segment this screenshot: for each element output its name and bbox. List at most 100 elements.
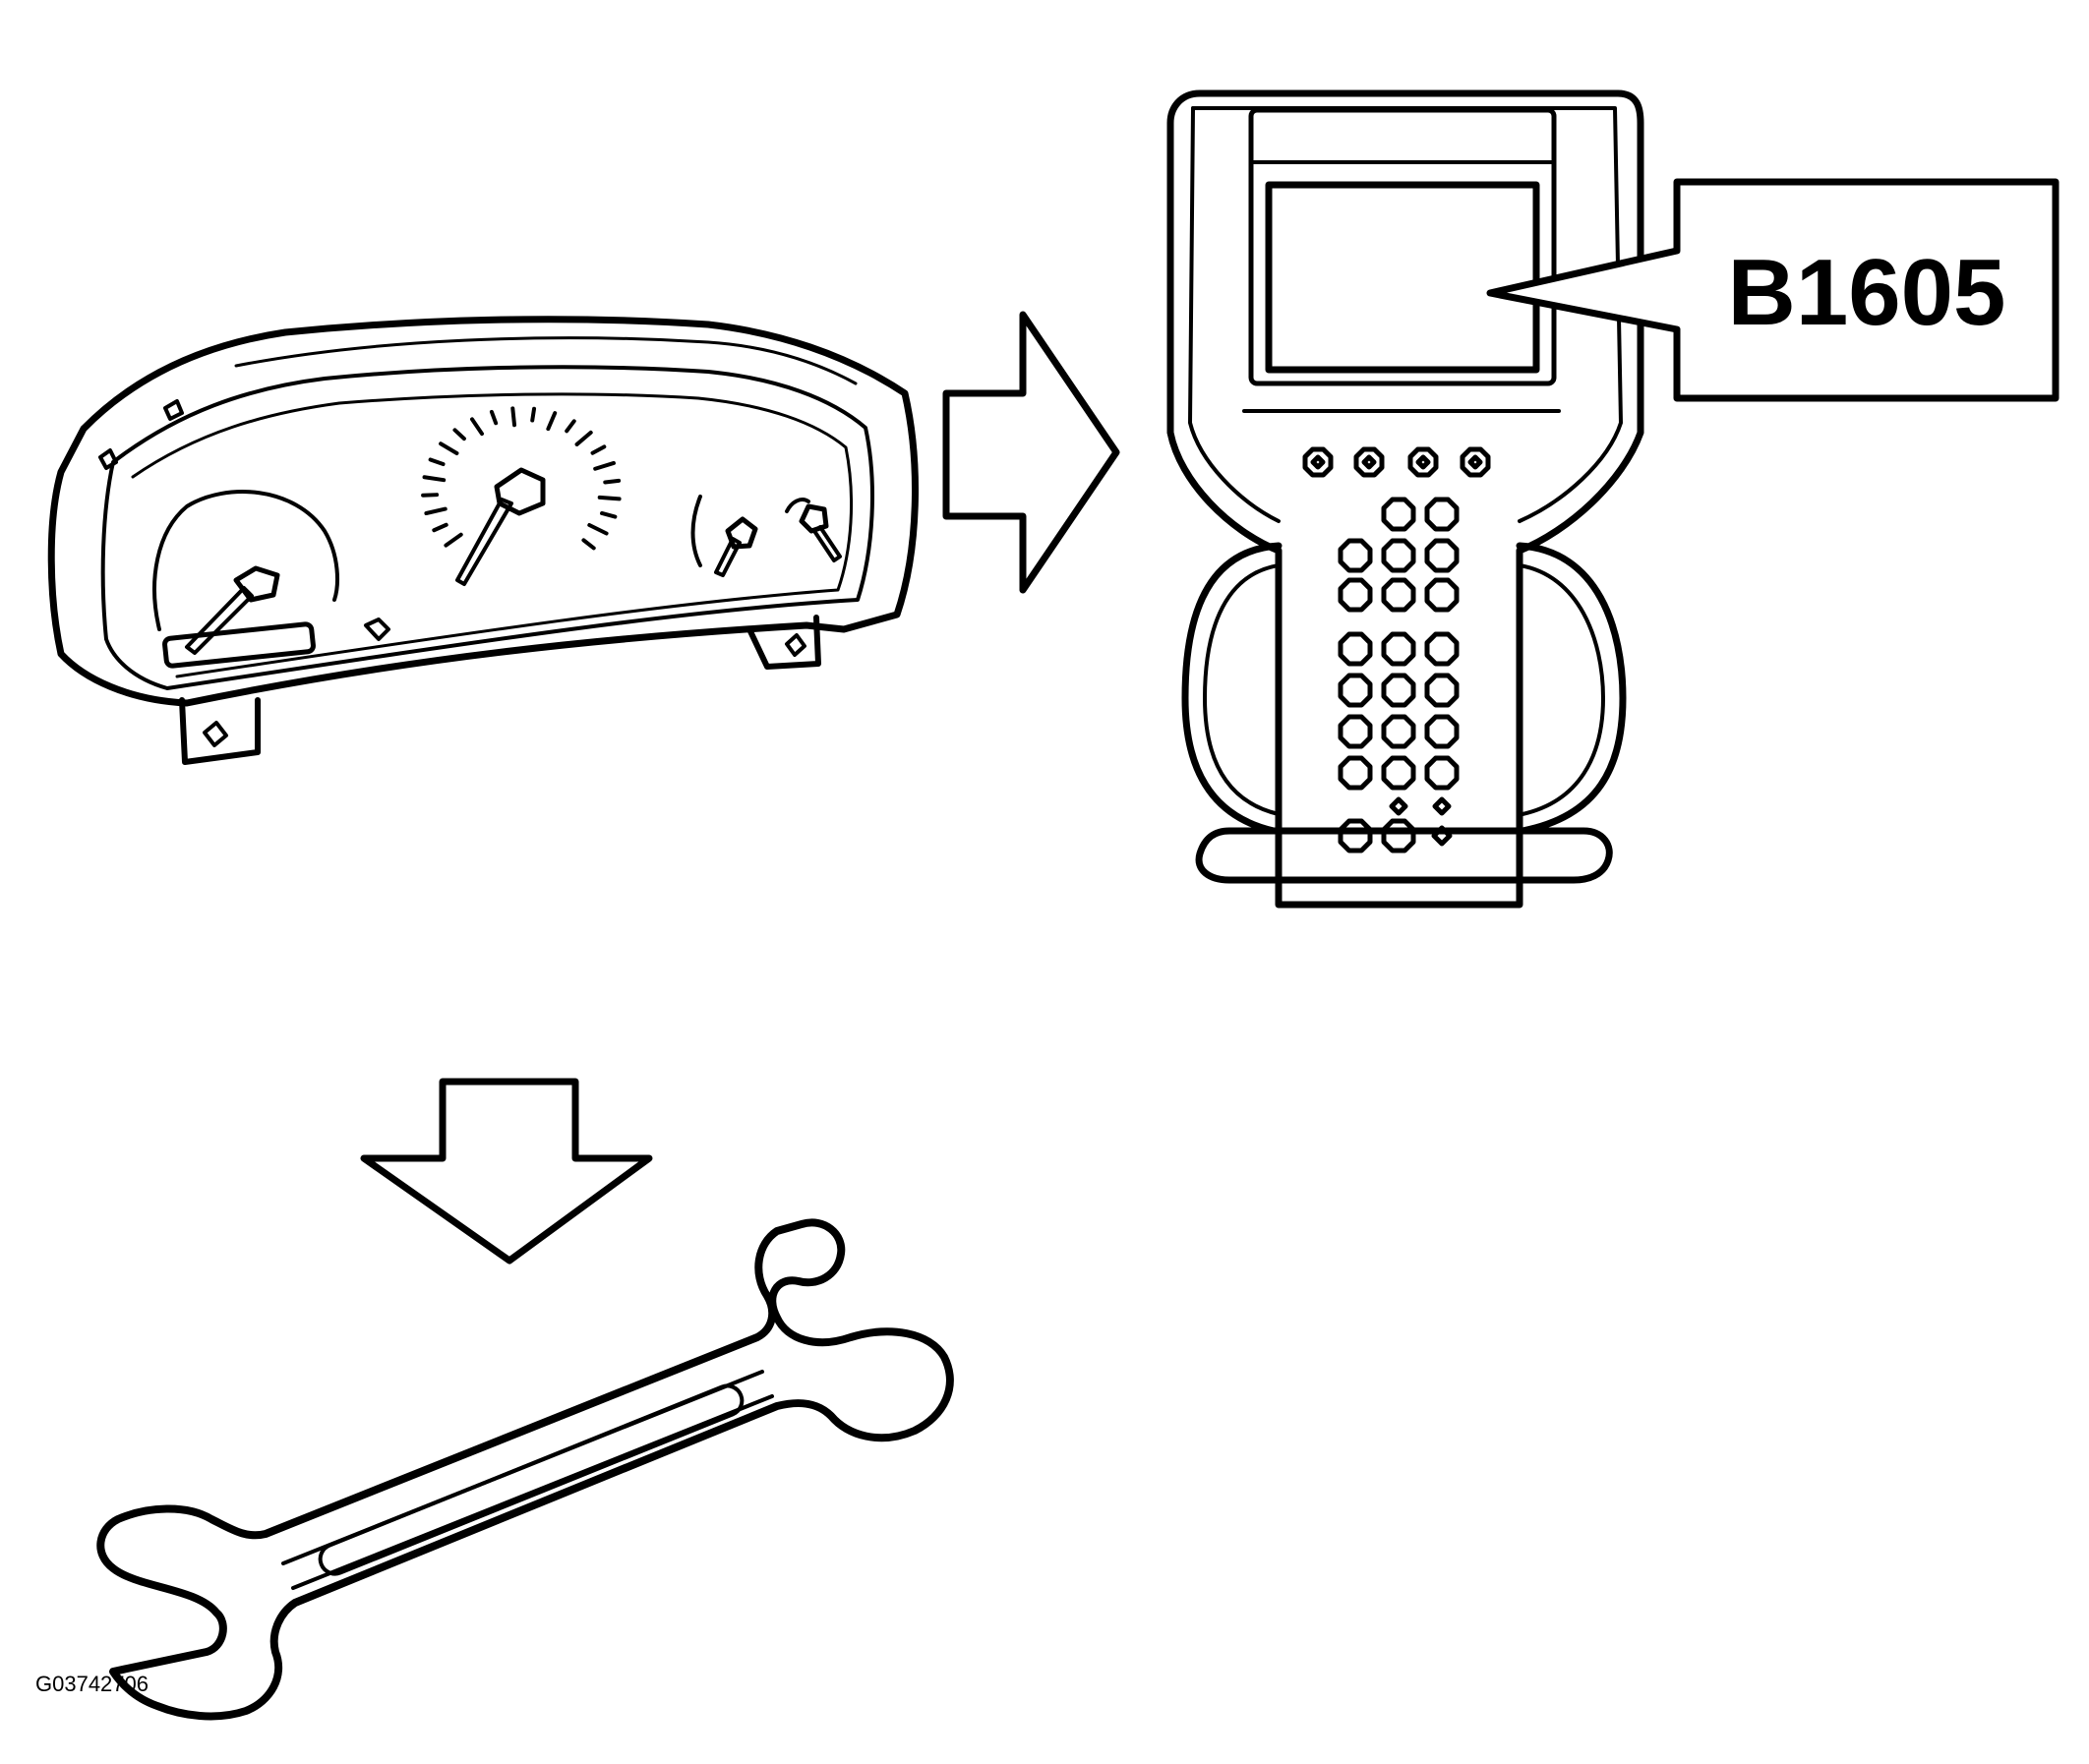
- keypad-key: [1338, 818, 1373, 853]
- speedometer-tick: [452, 428, 466, 441]
- speedometer-tick: [590, 444, 607, 455]
- function-key-dot: [1415, 454, 1431, 470]
- scan-tool-screen: [1265, 181, 1540, 374]
- speedometer-tick: [439, 441, 459, 455]
- speedometer-tick: [597, 495, 622, 501]
- keypad-key: [1381, 673, 1416, 708]
- keypad-key: [1381, 755, 1416, 791]
- figure-id: G03742706: [35, 1672, 149, 1696]
- arrow-down-icon: [360, 1078, 653, 1264]
- speedometer: [421, 406, 622, 551]
- scan-tool-handle-left: [1181, 542, 1283, 835]
- wrench-outline: [96, 1218, 954, 1721]
- speedometer-tick: [444, 532, 463, 548]
- instrument-cluster: [47, 316, 919, 765]
- keypad-key: [1424, 577, 1460, 613]
- function-key: [1302, 446, 1334, 478]
- left-gauge-marker: [364, 617, 390, 641]
- wrench-icon: [96, 1218, 954, 1721]
- keypad-key: [1424, 631, 1460, 667]
- scan-tool-bumper: [1195, 827, 1613, 884]
- keypad-key: [1424, 755, 1460, 791]
- speedometer-tick: [510, 406, 517, 428]
- speedometer-tick: [470, 417, 484, 437]
- keypad-key: [1381, 538, 1416, 573]
- keypad-key: [1424, 673, 1460, 708]
- scan-tool-body: [1166, 89, 1644, 909]
- speedometer-tick: [600, 510, 618, 519]
- function-key: [1460, 446, 1491, 478]
- wrench-shank-bottom-edge: [291, 1394, 774, 1590]
- left-gauge-needle: [185, 586, 254, 655]
- left-gauge-hub: [233, 565, 280, 603]
- speedometer-tick: [489, 409, 499, 426]
- scan-tool-screen-frame: [1248, 107, 1557, 386]
- scan-tool-handle-right-inner: [1518, 563, 1605, 816]
- speedometer-tick: [422, 475, 447, 483]
- small-gauge-right-needle: [812, 525, 842, 562]
- cluster-outer-housing: [47, 316, 919, 707]
- cluster-mount-hole-left: [203, 721, 228, 747]
- callout-code: B1605: [1728, 240, 2006, 345]
- keypad-key: [1338, 714, 1373, 749]
- speedometer-tick: [565, 419, 576, 434]
- cluster-mount-tab-left: [179, 697, 261, 765]
- keypad-small-key: [1389, 796, 1408, 816]
- scan-tool-handle-right: [1516, 542, 1627, 835]
- left-gauge-arc: [152, 490, 339, 631]
- speedometer-tick: [574, 430, 593, 446]
- speedometer-tick: [432, 522, 448, 533]
- keypad-small-key: [1431, 825, 1453, 847]
- keypad-key: [1424, 497, 1460, 532]
- keypad-key: [1338, 538, 1373, 573]
- speedometer-tick: [421, 493, 440, 498]
- speedometer-tick: [581, 538, 596, 551]
- arrow-right-icon: [942, 311, 1120, 594]
- cluster-top-ridge: [234, 336, 858, 385]
- speedometer-tick: [546, 411, 558, 432]
- wrench-center-slot: [318, 1383, 745, 1576]
- cluster-face-outline: [100, 365, 874, 690]
- function-key: [1353, 446, 1385, 478]
- left-gauge-bar: [162, 621, 316, 669]
- keypad-key: [1381, 818, 1416, 853]
- keypad-key: [1381, 631, 1416, 667]
- scan-tool-inner-edge: [1191, 106, 1623, 523]
- small-gauge-left-hub: [725, 516, 758, 550]
- function-key: [1407, 446, 1439, 478]
- speedometer-hub: [494, 467, 546, 516]
- keypad-key: [1381, 714, 1416, 749]
- keypad-key: [1381, 577, 1416, 613]
- cluster-mount-tab-right: [746, 615, 821, 670]
- keypad-key: [1424, 714, 1460, 749]
- function-key-dot: [1467, 454, 1483, 470]
- small-gauge-right-hub: [799, 503, 829, 534]
- keypad-small-key: [1432, 796, 1452, 816]
- speedometer-tick: [587, 523, 609, 536]
- speedometer-tick: [424, 506, 448, 515]
- speedometer-tick: [593, 460, 616, 471]
- keypad-key: [1381, 497, 1416, 532]
- keypad-key: [1338, 631, 1373, 667]
- callout-box: [1486, 178, 2059, 402]
- speedometer-tick: [530, 406, 537, 423]
- cluster-mount-hole-right: [785, 633, 806, 657]
- scan-tool-handle-left-inner: [1203, 563, 1281, 816]
- cluster-side-clip-2: [98, 448, 118, 470]
- keypad-key: [1338, 755, 1373, 791]
- scan-tool: [1166, 89, 1644, 909]
- function-key-dot: [1361, 454, 1377, 470]
- speedometer-tick: [428, 457, 446, 467]
- keypad-key: [1424, 538, 1460, 573]
- small-gauge-left-needle: [714, 537, 742, 577]
- small-gauge-right-arc: [785, 498, 810, 513]
- scan-tool-inner-edge-left: [1188, 106, 1281, 523]
- cluster-side-clip: [163, 399, 184, 421]
- small-gauge-left-arc: [690, 495, 702, 567]
- function-key-dot: [1310, 454, 1326, 470]
- dtc-callout: B1605: [1486, 178, 2059, 402]
- speedometer-tick: [603, 478, 622, 485]
- scan-tool-keypad: [1302, 446, 1491, 853]
